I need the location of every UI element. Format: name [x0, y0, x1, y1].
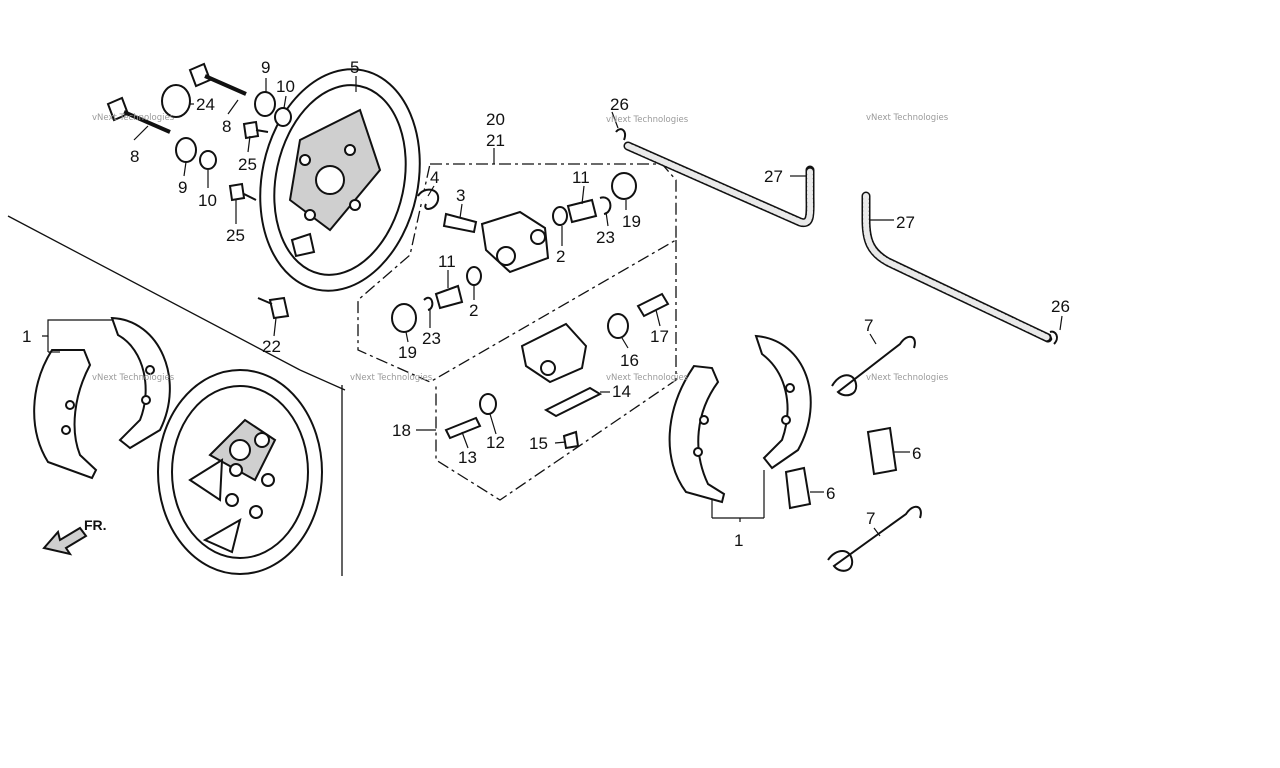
callout-1-left: 1	[22, 327, 31, 346]
cable-pin-8b	[106, 96, 171, 134]
o-ring-24	[161, 84, 191, 118]
bleeder-screw-3	[442, 212, 478, 234]
brake-shoe-right-a	[668, 364, 726, 504]
callout-6-upper: 6	[912, 444, 921, 463]
spring-7a	[831, 335, 916, 397]
adjuster-wheel-16	[607, 313, 629, 339]
callout-12: 12	[486, 433, 505, 452]
adjuster-12	[479, 393, 497, 415]
callout-7-upper: 7	[864, 316, 873, 335]
callout-26-lower: 26	[1051, 297, 1070, 316]
callout-23-upper: 23	[596, 228, 615, 247]
screw-13	[444, 416, 482, 440]
boot-19a	[611, 172, 637, 200]
watermark-5: vNext Technologies	[350, 373, 433, 383]
callout-2-upper: 2	[556, 247, 565, 266]
callout-23-lower: 23	[422, 329, 441, 348]
callout-4: 4	[430, 168, 439, 187]
clip-6b	[784, 466, 812, 510]
callout-20: 20	[486, 110, 505, 129]
front-label: FR.	[84, 517, 107, 533]
watermark-2: vNext Technologies	[606, 115, 689, 125]
spring-7b	[827, 505, 922, 572]
boot-19b	[391, 303, 417, 333]
callout-26-upper: 26	[610, 95, 629, 114]
callout-9-lower: 9	[178, 178, 187, 197]
callout-13: 13	[458, 448, 477, 467]
callout-18: 18	[392, 421, 411, 440]
hose-27a	[623, 141, 815, 228]
callout-15: 15	[529, 434, 548, 453]
callout-8-lower: 8	[130, 147, 139, 166]
washer-9b	[175, 137, 197, 163]
bolt-25a	[242, 120, 269, 140]
wheel-cylinder-port	[530, 229, 546, 245]
brake-shoe-left-b	[110, 316, 171, 450]
callout-8-upper: 8	[222, 117, 231, 136]
watermark-4: vNext Technologies	[92, 373, 175, 383]
wheel-cylinder-port2	[496, 246, 516, 266]
seal-2b	[466, 266, 482, 286]
bolt-25b	[228, 182, 257, 202]
clip-23b	[423, 296, 434, 311]
wheel-cylinder-lower	[520, 322, 588, 384]
callout-7-lower: 7	[866, 509, 875, 528]
callout-9-upper: 9	[261, 58, 270, 77]
seal-2a	[552, 206, 568, 226]
callout-25-lower: 25	[226, 226, 245, 245]
watermark-7: vNext Technologies	[866, 373, 949, 383]
lower-cylinder-port	[540, 360, 556, 376]
callout-11-upper: 11	[572, 168, 590, 187]
watermark-1: vNext Technologies	[92, 113, 175, 123]
hose-27b	[861, 191, 1053, 343]
spring-4	[417, 188, 440, 210]
watermarks: vNext Technologies vNext Technologies vN…	[92, 113, 949, 383]
callout-6-lower: 6	[826, 484, 835, 503]
callout-3: 3	[456, 186, 465, 205]
front-direction-arrow-icon	[42, 526, 88, 556]
background-panel-lines	[7, 215, 346, 576]
hose-clamp-26b	[1049, 330, 1058, 345]
clip-23a	[599, 196, 612, 215]
leader-lines	[42, 76, 1063, 537]
watermark-3: vNext Technologies	[866, 113, 949, 123]
callout-24: 24	[196, 95, 215, 114]
callout-27-upper: 27	[764, 167, 783, 186]
nut-10a	[274, 107, 292, 127]
brake-drum-left	[157, 369, 323, 575]
bolt-22	[257, 296, 290, 320]
callout-16: 16	[620, 351, 639, 370]
callout-25-upper: 25	[238, 155, 257, 174]
callout-1-right: 1	[734, 531, 743, 550]
watermark-6: vNext Technologies	[606, 373, 689, 383]
callout-14: 14	[612, 382, 631, 401]
backing-plate	[259, 68, 421, 292]
callout-19-lower: 19	[398, 343, 417, 362]
plate-14	[543, 386, 603, 418]
bleeder-15	[562, 430, 580, 450]
clip-6a	[866, 426, 898, 476]
hose-clamp-26a	[615, 128, 626, 141]
callout-19-upper: 19	[622, 212, 641, 231]
brake-shoe-right-b	[754, 334, 812, 470]
nut-10b	[199, 150, 217, 170]
callout-27-lower: 27	[896, 213, 915, 232]
cable-pin-8a	[188, 62, 247, 96]
washer-9a	[254, 91, 276, 117]
callout-21: 21	[486, 131, 505, 150]
bolt-17	[636, 292, 670, 318]
callout-22: 22	[262, 337, 281, 356]
callout-2-lower: 2	[469, 301, 478, 320]
brake-shoe-left-a	[33, 349, 98, 480]
wheel-cylinder-group-box	[357, 163, 677, 501]
callout-10-lower: 10	[198, 191, 217, 210]
callout-10-upper: 10	[276, 77, 295, 96]
callout-17: 17	[650, 327, 669, 346]
callout-5: 5	[350, 58, 359, 77]
callout-numbers: 1 1 2 2 3 4 5 6 6 7 7 8 8 9 9 10 10 11 1…	[22, 58, 1070, 550]
piston-11a	[566, 198, 598, 224]
callout-11-lower: 11	[438, 252, 456, 271]
piston-11b	[434, 284, 464, 310]
